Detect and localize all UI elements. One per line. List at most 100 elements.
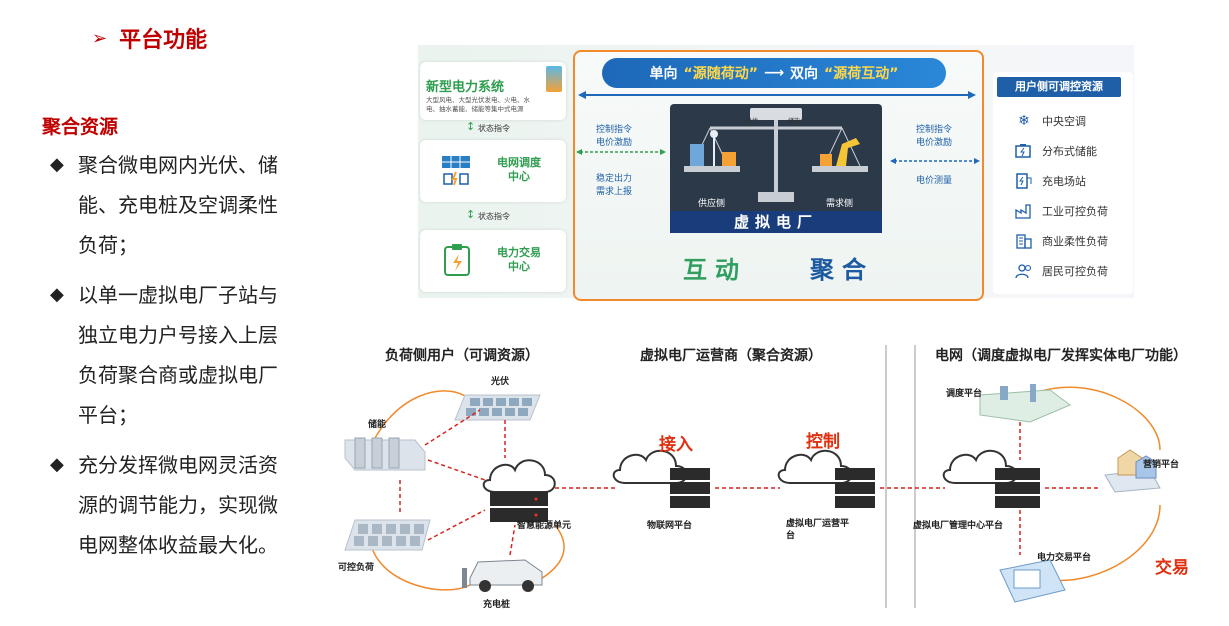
interaction-banner: 单向 “源随荷动” ⟶ 双向 “源荷互动” bbox=[602, 58, 946, 88]
banner-text: 单向 bbox=[649, 66, 678, 82]
clipboard-bolt-icon bbox=[442, 242, 472, 278]
bullet-line: 电网整体收益最大化。 bbox=[78, 533, 278, 557]
label-line: 电价激励 bbox=[596, 138, 633, 148]
marketing-platform-label: 营销平台 bbox=[1143, 460, 1180, 470]
section-title: 聚合资源 bbox=[42, 116, 119, 138]
supply-side-label: 供应侧 bbox=[698, 199, 726, 209]
trading-center-label: 电力交易 中心 bbox=[484, 246, 554, 274]
right-exchange-arrows bbox=[890, 158, 980, 164]
interaction-big-label: 互动 bbox=[683, 255, 747, 284]
bullet-line: 能、充电桩及空调柔性 bbox=[78, 193, 278, 217]
trading-platform-icon bbox=[999, 559, 1066, 603]
banner-quote: “源随荷动” bbox=[683, 66, 758, 82]
resource-item-commercial: 商业柔性负荷 bbox=[1014, 232, 1108, 250]
iot-platform-label: 物联网平台 bbox=[647, 521, 693, 531]
scale-tag-left: 光伏 bbox=[746, 118, 759, 125]
smart-unit-label: 智慧能源单元 bbox=[517, 521, 572, 531]
banner-quote: “源荷互动” bbox=[824, 66, 899, 82]
right-arrow-icon: ⟶ bbox=[763, 65, 785, 81]
resource-label: 充电场站 bbox=[1042, 175, 1086, 188]
access-label: 接入 bbox=[659, 435, 693, 455]
new-power-system-card: 新型电力系统 大型风电、大型光伏发电、火电、水 电、抽水蓄能、储能等集中式电源 bbox=[420, 62, 566, 120]
resource-item-storage: 分布式储能 bbox=[1014, 142, 1097, 160]
column-header-grid: 电网（调度虚拟电厂发挥实体电厂功能） bbox=[935, 348, 1187, 364]
trading-center-card: 电力交易 中心 bbox=[420, 230, 566, 292]
demand-side-label: 需求侧 bbox=[826, 199, 854, 209]
status-command-2: 状态指令 bbox=[478, 212, 510, 221]
label-line: 电价激励 bbox=[916, 138, 953, 148]
smart-energy-cloud-icon bbox=[482, 459, 556, 522]
charger-icon bbox=[1014, 172, 1034, 190]
scale-tag-right: 储能 bbox=[788, 118, 801, 125]
controllable-load-label: 可控负荷 bbox=[338, 563, 375, 573]
pv-label: 光伏 bbox=[491, 377, 510, 387]
resource-item-residential: 居民可控负荷 bbox=[1014, 262, 1108, 280]
balance-scale-icon bbox=[684, 108, 868, 202]
dispatch-center-card: 电网调度 中心 bbox=[420, 140, 566, 202]
red-dashed-connectors bbox=[399, 409, 1100, 556]
diamond-bullet-icon: ◆ bbox=[50, 284, 64, 305]
status-command-1: 状态指令 bbox=[478, 124, 510, 133]
bullet-line: 聚合微电网内光伏、储 bbox=[78, 153, 278, 177]
label-line: 需求上报 bbox=[596, 187, 633, 197]
vpp-scale-illustration: 光伏 储能 供应侧 需求侧 bbox=[670, 104, 882, 230]
aggregation-big-label: 聚合 bbox=[810, 255, 874, 284]
solar-panel-icon bbox=[438, 152, 474, 188]
arrow-bullet-icon: ➢ bbox=[92, 27, 108, 49]
diamond-bullet-icon: ◆ bbox=[50, 454, 64, 475]
label-line: 中心 bbox=[508, 260, 530, 273]
banner-text: 双向 bbox=[790, 66, 819, 82]
bullet-line: 负荷聚合商或虚拟电厂 bbox=[78, 363, 278, 387]
label-line: 稳定出力 bbox=[596, 174, 633, 184]
controllable-load-icon bbox=[344, 519, 431, 551]
stable-output-label: 稳定出力 需求上报 bbox=[596, 173, 632, 199]
bullet-line: 充分发挥微电网灵活资 bbox=[78, 453, 278, 477]
control-command-right: 控制指令 电价激励 bbox=[916, 124, 952, 150]
desc-line: 电、抽水蓄能、储能等集中式电源 bbox=[426, 105, 524, 113]
resource-label: 工业可控负荷 bbox=[1042, 205, 1108, 218]
orange-arc bbox=[1029, 386, 1161, 451]
bullet-line: 负荷； bbox=[78, 233, 138, 257]
operator-platform-server-icon bbox=[777, 450, 875, 508]
new-power-system-title: 新型电力系统 bbox=[426, 80, 505, 95]
solar-panel-icon bbox=[454, 394, 541, 421]
resource-item-industrial: 工业可控负荷 bbox=[1014, 202, 1108, 220]
bullet-line: 独立电力户号接入上层 bbox=[78, 323, 278, 347]
dispatch-platform-icon bbox=[979, 384, 1071, 423]
marketing-platform-icon bbox=[1104, 449, 1161, 493]
column-header-load-side: 负荷侧用户（可调资源） bbox=[385, 348, 539, 364]
resource-label: 商业柔性负荷 bbox=[1042, 235, 1108, 248]
power-plant-icon bbox=[546, 66, 562, 92]
label-line: 控制指令 bbox=[916, 125, 953, 135]
label-line: 控制指令 bbox=[596, 125, 633, 135]
management-center-label: 虚拟电厂管理中心平台 bbox=[913, 521, 1004, 531]
resource-label: 分布式储能 bbox=[1042, 145, 1097, 158]
battery-icon bbox=[1014, 142, 1034, 160]
trade-label: 交易 bbox=[1155, 558, 1189, 578]
label-line: 台 bbox=[786, 531, 796, 541]
price-measure-label: 电价测量 bbox=[916, 176, 953, 186]
bullet-line: 源的调节能力，实现微 bbox=[78, 493, 278, 517]
storage-label: 储能 bbox=[368, 420, 387, 430]
label-line: 电力交易 bbox=[497, 246, 541, 259]
diamond-bullet-icon: ◆ bbox=[50, 154, 64, 175]
trading-platform-label: 电力交易平台 bbox=[1037, 553, 1092, 563]
new-power-system-desc: 大型风电、大型光伏发电、火电、水 电、抽水蓄能、储能等集中式电源 bbox=[426, 96, 564, 114]
orange-arc bbox=[1049, 504, 1161, 582]
label-line: 电网调度 bbox=[497, 156, 541, 169]
energy-storage-icon bbox=[344, 437, 426, 471]
management-center-server-icon bbox=[942, 450, 1040, 508]
factory-icon bbox=[1014, 202, 1034, 220]
resource-item-charging: 充电场站 bbox=[1014, 172, 1086, 190]
label-line: 中心 bbox=[508, 170, 530, 183]
updown-arrow-icon: ↕ bbox=[466, 120, 476, 133]
resource-label: 居民可控负荷 bbox=[1042, 265, 1108, 278]
bullet-line: 平台； bbox=[78, 403, 138, 427]
left-exchange-arrows bbox=[576, 149, 666, 155]
dispatch-center-label: 电网调度 中心 bbox=[484, 156, 554, 184]
dispatch-platform-label: 调度平台 bbox=[946, 389, 983, 399]
charging-pile-label: 充电桩 bbox=[483, 600, 511, 610]
resource-item-central-ac: ❄ 中央空调 bbox=[1014, 112, 1086, 130]
vpp-title: 虚拟电厂 bbox=[670, 211, 882, 233]
building-icon bbox=[1014, 232, 1034, 250]
